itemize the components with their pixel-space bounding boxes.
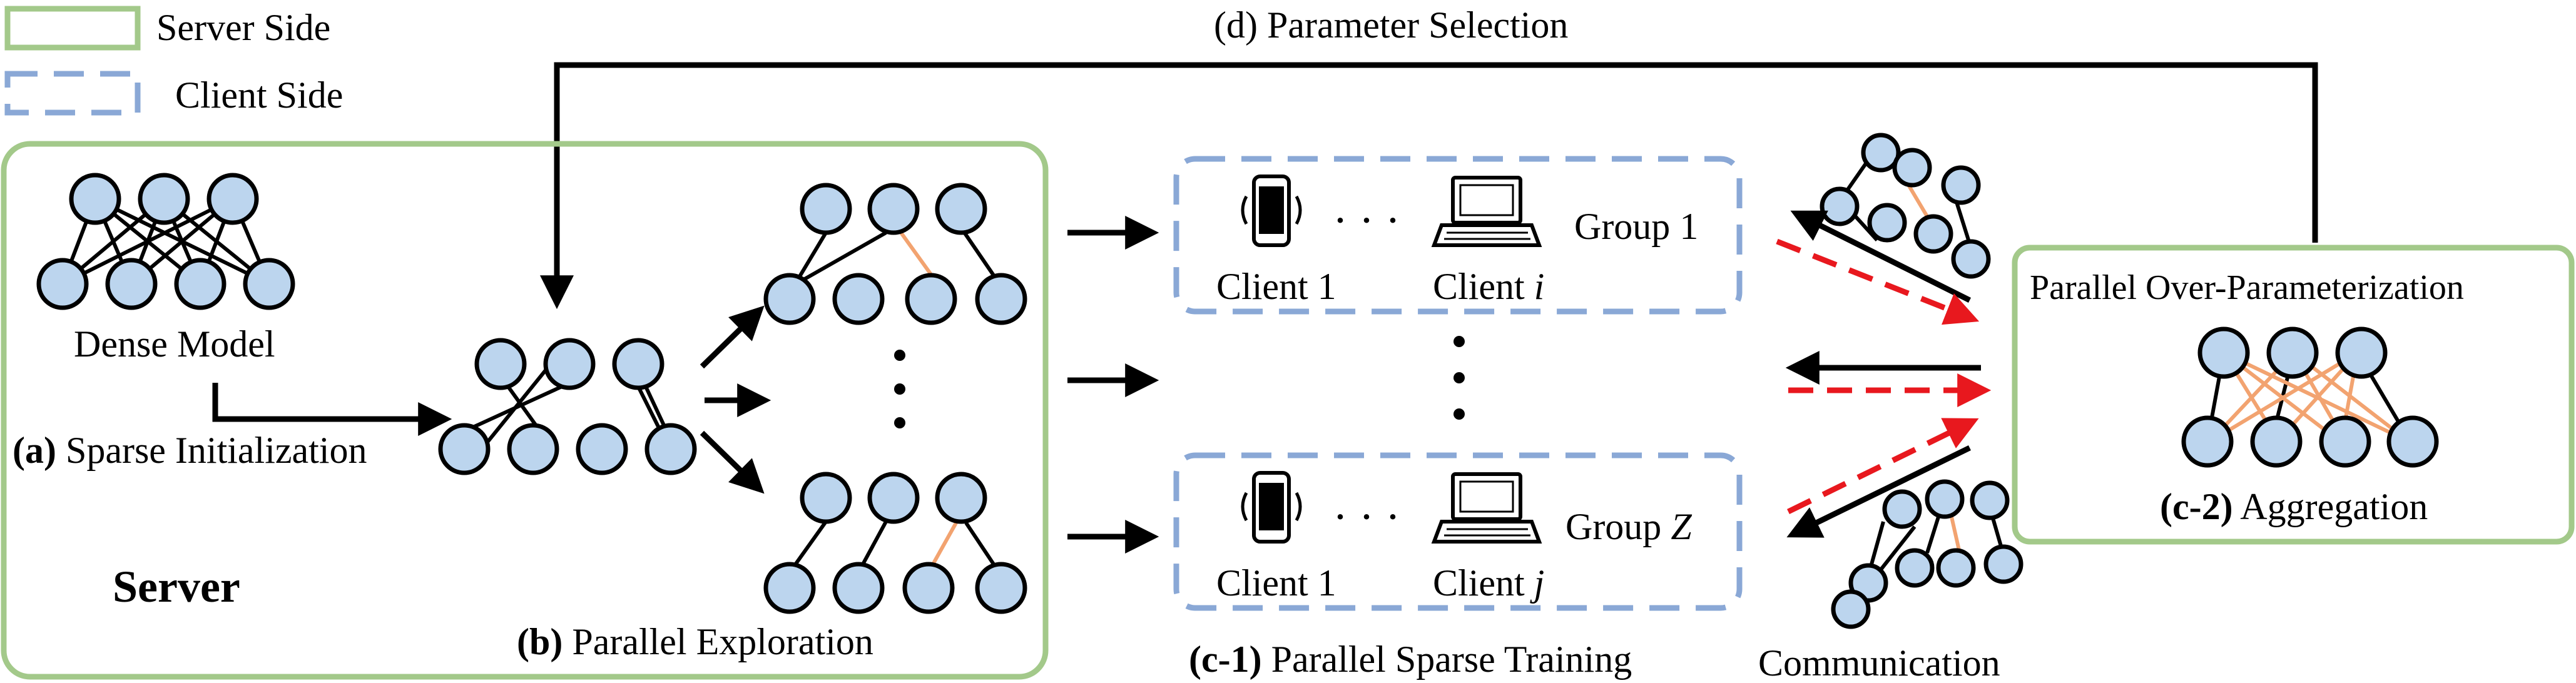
legend-client-label: Client Side — [175, 74, 343, 116]
explored-model-top — [763, 183, 1027, 325]
legend-server-label: Server Side — [156, 7, 330, 48]
client-j-label: Client j — [1433, 562, 1544, 604]
sparse-init-label: (a) Sparse Initialization — [13, 430, 367, 471]
client-ellipsis: · · · — [1333, 195, 1400, 245]
dense-model-label: Dense Model — [74, 323, 275, 365]
uploaded-model-top — [1820, 133, 1991, 279]
server-box — [1, 141, 1049, 680]
phone-icon — [1241, 175, 1302, 247]
server-label: Server — [113, 562, 240, 612]
parameter-selection-label: (d) Parameter Selection — [1214, 4, 1568, 46]
group-z-label: Group Z — [1565, 506, 1692, 547]
upload-arrow-3 — [1786, 445, 1971, 538]
client-group-z: · · · Group Z Client 1 Client j — [1173, 452, 1743, 611]
exploration-ellipsis — [894, 350, 905, 428]
download-arrow-1 — [1776, 238, 1980, 325]
legend: Server Side Client Side — [4, 6, 343, 116]
aggregated-model — [2181, 326, 2439, 468]
uploaded-model-bottom — [1831, 479, 2024, 629]
aggregation-label: (c-2) Aggregation — [2160, 486, 2428, 527]
client-1-label: Client 1 — [1216, 562, 1336, 604]
legend-server-swatch — [4, 6, 141, 51]
client-i-label: Client i — [1433, 266, 1544, 307]
client-1-label: Client 1 — [1216, 266, 1336, 307]
parameter-selection-arrow — [540, 62, 2318, 310]
aggregation-box — [2012, 245, 2575, 545]
group-1-label: Group 1 — [1574, 206, 1698, 247]
laptop-icon — [1431, 176, 1542, 247]
explored-model-bottom — [763, 472, 1027, 614]
explore-arrow-down — [700, 430, 765, 494]
client-group-z-box — [1173, 452, 1743, 611]
init-arrow — [212, 383, 452, 436]
parallel-over-param-label: Parallel Over-Parameterization — [2030, 268, 2464, 307]
phone-icon — [1241, 471, 1302, 544]
download-arrow-3 — [1787, 418, 1979, 515]
client-group-1: · · · Group 1 Client 1 Client i — [1173, 156, 1743, 315]
laptop-icon — [1431, 472, 1542, 544]
parallel-sparse-training-label: (c-1) Parallel Sparse Training — [1189, 639, 1632, 680]
parallel-exploration-label: (b) Parallel Exploration — [517, 621, 873, 662]
dense-model — [36, 173, 295, 310]
group-ellipsis — [1453, 336, 1465, 420]
upload-arrow-1 — [1790, 210, 1972, 303]
client-ellipsis: · · · — [1333, 492, 1400, 542]
communication-label: Communication — [1758, 642, 2000, 683]
sparse-init-model — [438, 338, 697, 475]
explore-arrow-up — [700, 305, 765, 369]
legend-client-swatch — [4, 71, 141, 116]
client-group-1-box — [1173, 156, 1743, 315]
